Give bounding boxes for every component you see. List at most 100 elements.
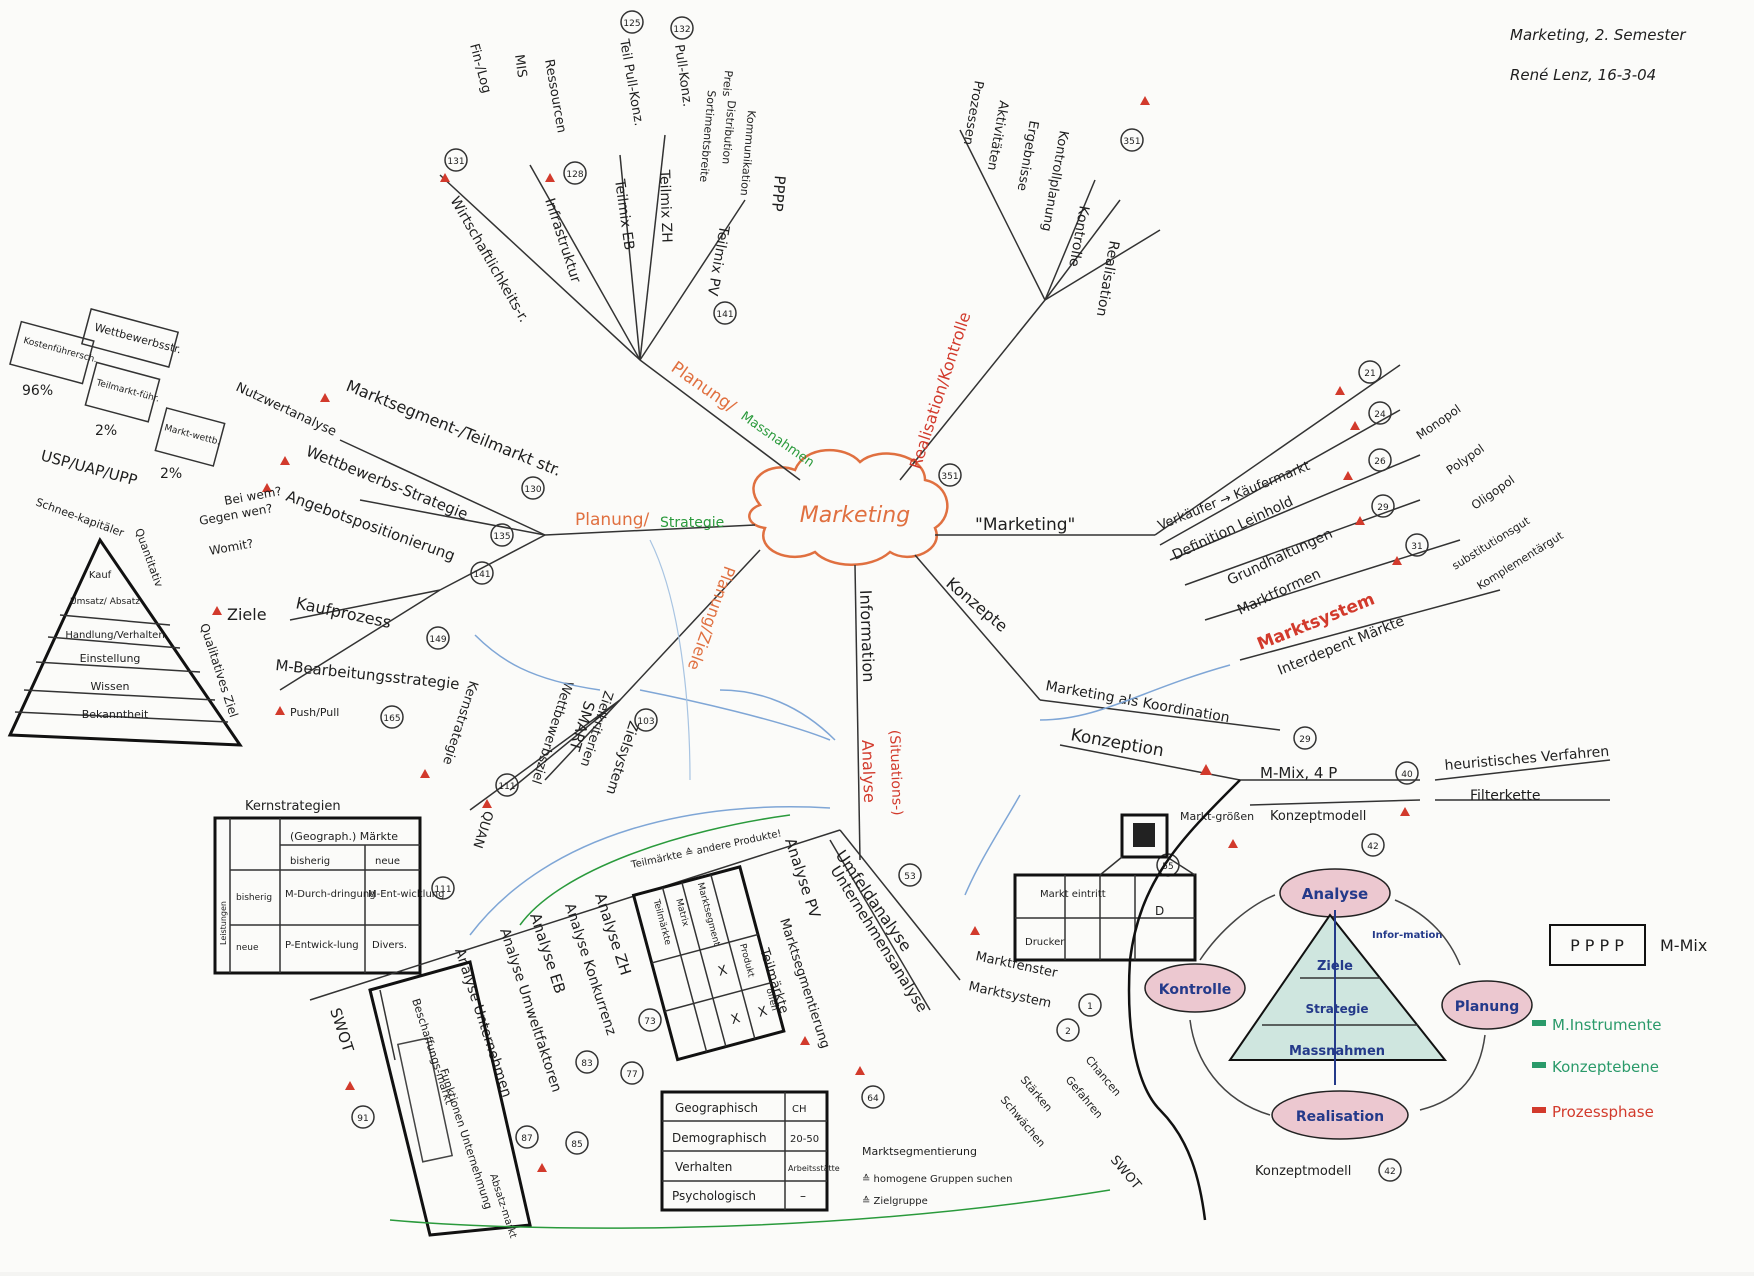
markt-grid: Markt eintritt Drucker D xyxy=(1013,813,1197,962)
realisation-ref: 351 xyxy=(1123,137,1140,147)
wirtschaft-sub-0: Fin-/Log xyxy=(466,42,494,95)
analyse-marktsystem-ref: 2 xyxy=(1065,1027,1071,1037)
kernstrategien-col-1: neue xyxy=(375,856,400,867)
warning-triangle-icon xyxy=(212,606,222,615)
warning-triangle-icon xyxy=(537,1163,547,1172)
realisation-item-4: Aktivitäten xyxy=(984,99,1011,171)
usp-label: USP/UAP/UPP xyxy=(39,446,139,489)
teilmix-ref-1: 132 xyxy=(673,25,690,35)
branch-planung-ziele: Planung/Ziele xyxy=(684,564,739,673)
massnahmen-ref-0: 131 xyxy=(447,157,464,167)
matrix-header-1: Produkt xyxy=(737,943,756,979)
warning-triangle-icon xyxy=(1228,839,1238,848)
seg-row-2-label: Verhalten xyxy=(675,1160,732,1174)
analyse-ref-3: 73 xyxy=(644,1017,655,1027)
ziele-ref-5: 111 xyxy=(434,885,451,895)
cycle-pyramid-1: Strategie xyxy=(1305,1002,1368,1016)
kernstrategien-cell-1-0: P-Entwick-lung xyxy=(285,940,359,951)
cycle-realisation: Realisation xyxy=(1296,1109,1384,1125)
konzepte-filterkette: Filterkette xyxy=(1470,788,1541,804)
analyse-ref-6: 85 xyxy=(571,1140,582,1150)
pyramid-left-3: Einstellung xyxy=(80,652,141,665)
wettbewerb-pct-1: 96% xyxy=(22,383,53,399)
analyse-ref-5: 83 xyxy=(581,1059,592,1069)
kernstrategien-title: Kernstrategien xyxy=(245,799,341,814)
ziele-item-0: Zielsystem xyxy=(603,719,642,797)
konzepte-konzeptmodell-ref: 42 xyxy=(1367,842,1378,852)
seg-row-2-value: Arbeitsstätte xyxy=(788,1164,840,1173)
ref-label: 351 xyxy=(941,472,958,482)
massnahmen-branch: Wirtschaftlichkeits-r. Infrastruktur Tei… xyxy=(439,10,789,361)
wirtschaft-sub-2: Ressourcen xyxy=(541,58,569,134)
kernstrategien-row-1: neue xyxy=(236,943,259,953)
cycle-pyramid-0: Ziele xyxy=(1317,959,1353,974)
analyse-item-2: Analyse PV xyxy=(781,836,824,921)
cycle-informationen: Infor-mation xyxy=(1372,930,1443,941)
kernstrategien-col-0: bisherig xyxy=(290,856,330,867)
konzepte-mix4p-ref: 40 xyxy=(1401,770,1413,780)
warning-triangle-icon xyxy=(1343,471,1353,480)
cycle-caption-ref: 42 xyxy=(1384,1167,1395,1177)
usp-sub: Schnee-kapitäler xyxy=(34,496,126,540)
wirtschaft-sub-1: MIS xyxy=(511,53,529,78)
realisation-branch: Realisation Kontrolle Kontrollplanung Er… xyxy=(959,79,1161,318)
kernstrategien-row-group: Leistungen xyxy=(219,901,228,945)
analyse-marktfenster-ref: 1 xyxy=(1087,1002,1093,1012)
warning-triangle-icon xyxy=(440,173,450,182)
matrix-mark-1: X xyxy=(729,1011,742,1028)
warning-triangle-icon xyxy=(1400,807,1410,816)
warning-triangle-icon xyxy=(262,483,272,492)
wettbewerb-box-3: Markt-wettb. xyxy=(163,423,221,448)
matrix-mark-2: X xyxy=(756,1004,769,1021)
markt-grid-mark: D xyxy=(1155,904,1164,918)
seg-row-1-label: Demographisch xyxy=(672,1131,767,1145)
pyramid-left-1: Umsatz/ Absatz xyxy=(70,597,140,607)
warning-triangle-icon xyxy=(1140,96,1150,105)
analyse-item-5: Analyse EB xyxy=(526,911,569,996)
pppp-sub-0: Kommunikation xyxy=(738,110,758,197)
strategie-ref-4: 165 xyxy=(383,714,400,724)
matrix-row-1: Teilmärkte xyxy=(650,898,672,947)
strategie-ref-2: 141 xyxy=(473,570,490,580)
cycle-kontrolle: Kontrolle xyxy=(1159,982,1232,998)
teilmix-sub-0: Teil Pull-Konz. xyxy=(616,37,646,127)
analyse-marktgroessen: Markt-größen xyxy=(1180,810,1254,823)
kernstrategien-cell-0-1: M-Ent-wicklung xyxy=(368,889,444,900)
ziele-ref-2: 111 xyxy=(498,782,515,792)
usp-qual: Qualitatives Ziel xyxy=(197,622,241,720)
ziele-ref-0: 103 xyxy=(637,717,654,727)
marketing-ref-0: 21 xyxy=(1364,369,1375,379)
konzepte-branch: Marketing als Koordination 29 Konzeption… xyxy=(1039,678,1611,857)
massnahmen-ref-1: 128 xyxy=(566,170,583,180)
strategie-ref-1: 135 xyxy=(493,532,510,542)
pyramid-left-4: Wissen xyxy=(91,680,130,693)
strategie-ziele: Ziele xyxy=(227,605,267,624)
konzepte-konzeption-ref: 29 xyxy=(1299,735,1311,745)
lifecycle-box: Beschaffungs-markt Funktionen Unternehmu… xyxy=(368,960,532,1240)
teilmix-sub-1: Pull-Konz. xyxy=(671,43,695,107)
branch-planung-strategie: Planung/ xyxy=(575,510,650,530)
seg-row-0-label: Geographisch xyxy=(675,1101,758,1115)
wettbewerb-box-2: Teilmarkt-führ. xyxy=(94,378,160,405)
cycle-caption: Konzeptmodell xyxy=(1255,1164,1351,1179)
connector-arrows xyxy=(389,539,1231,1229)
warning-triangle-icon xyxy=(1355,516,1365,525)
pyramid-left-5: Bekanntheit xyxy=(82,708,149,721)
markt-grid-row-0: Markt eintritt xyxy=(1040,889,1106,900)
legend: P P P P M-Mix M.Instrumente Konzeptebene… xyxy=(1532,924,1707,1121)
strategie-ref-3: 149 xyxy=(429,635,446,645)
legend-item-1: Konzeptebene xyxy=(1552,1058,1659,1076)
legend-pppp: P P P P xyxy=(1570,936,1624,955)
main-branches xyxy=(544,299,1155,861)
marktform-sub-2: Oligopol xyxy=(1469,473,1517,513)
analyse-item-8: SWOT xyxy=(326,1006,357,1055)
pyramid-left-2: Handlung/Verhalten xyxy=(65,630,164,641)
massnahmen-item-3: Teilmix ZH xyxy=(656,169,675,243)
analyse-ref-7: 87 xyxy=(521,1134,532,1144)
massnahmen-ref-4: 141 xyxy=(716,310,733,320)
cycle-planung: Planung xyxy=(1455,999,1519,1015)
branch-massnahmen-label: Massnahmen xyxy=(738,409,817,471)
branch-strategie-label: Strategie xyxy=(660,515,724,531)
legend-item-0: M.Instrumente xyxy=(1552,1016,1661,1034)
seg-note-0: Marktsegmentierung xyxy=(862,1145,977,1158)
